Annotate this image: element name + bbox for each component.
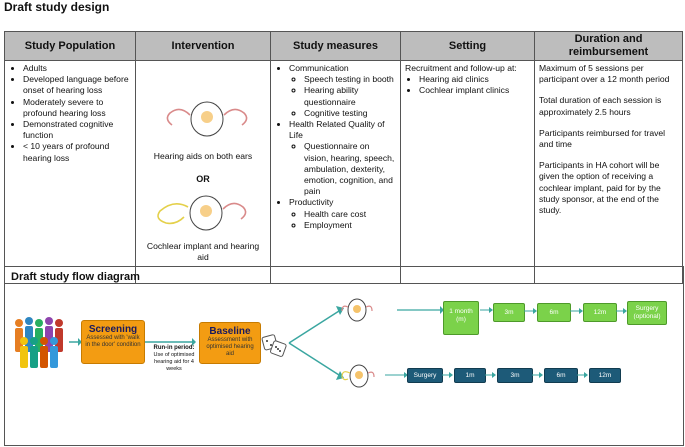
setting-cell: Recruitment and follow-up at: Hearing ai… bbox=[400, 60, 535, 284]
duration-cell: Maximum of 5 sessions per participant ov… bbox=[534, 60, 683, 284]
or-label: OR bbox=[196, 174, 210, 184]
duration-text: Participants reimbursed for travel and t… bbox=[539, 127, 666, 150]
population-item: Moderately severe to profound hearing lo… bbox=[23, 97, 131, 119]
ci-step-5: 12m bbox=[589, 368, 621, 383]
branch-arrows-icon bbox=[288, 306, 344, 380]
participants-icon bbox=[15, 317, 63, 368]
population-item: Developed language before onset of heari… bbox=[23, 74, 131, 96]
duration-text: Total duration of each session is approx… bbox=[539, 95, 662, 117]
arrow-icon bbox=[397, 306, 444, 314]
design-title: Draft study design bbox=[4, 0, 110, 14]
screening-title: Screening bbox=[88, 324, 138, 335]
screening-subtitle: Assessed with 'walk in the door' conditi… bbox=[85, 335, 141, 348]
cochlear-implant-head-icon bbox=[157, 195, 247, 231]
header-duration: Duration and reimbursement bbox=[534, 31, 683, 61]
arrow-icon bbox=[616, 308, 627, 314]
setting-item: Hearing aid clinics bbox=[419, 74, 530, 85]
screening-box: Screening Assessed with 'walk in the doo… bbox=[81, 320, 145, 364]
population-item: Demonstrated cognitive function bbox=[23, 119, 131, 141]
ha-step-4: 12m bbox=[583, 303, 617, 322]
arrow-icon bbox=[145, 338, 196, 346]
setting-intro: Recruitment and follow-up at: bbox=[405, 63, 517, 73]
ha-step-1: 1 month (m) bbox=[443, 301, 479, 335]
measure-subitem: Health care cost bbox=[304, 209, 396, 220]
duration-text: Participants in HA cohort will be given … bbox=[539, 160, 661, 216]
duration-text: Maximum of 5 sessions per participant ov… bbox=[539, 63, 670, 85]
measure-item: Communication Speech testing in booth He… bbox=[289, 63, 396, 119]
population-item: Adults bbox=[23, 63, 131, 74]
intervention-cell: Hearing aids on both ears OR Cochlear im… bbox=[135, 60, 271, 284]
measure-item: Health Related Quality of Life Questionn… bbox=[289, 119, 396, 197]
header-intervention: Intervention bbox=[135, 31, 271, 61]
baseline-subtitle: Assessment with optimised hearing aid bbox=[206, 337, 254, 357]
arrow-icon bbox=[485, 372, 496, 378]
runin-label: Run-in period:Use of optimised hearing a… bbox=[153, 345, 195, 372]
population-cell: Adults Developed language before onset o… bbox=[4, 60, 136, 284]
cochlear-implant-head-icon bbox=[341, 364, 375, 388]
ha-step-5: Surgery (optional) bbox=[627, 301, 667, 325]
arrow-icon bbox=[480, 307, 493, 313]
study-design-table: Study Population Intervention Study meas… bbox=[4, 31, 683, 284]
measure-subitem: Questionnaire on vision, hearing, speech… bbox=[304, 141, 396, 197]
measures-cell: Communication Speech testing in booth He… bbox=[270, 60, 401, 284]
intervention-caption-ci: Cochlear implant and hearing aid bbox=[146, 241, 260, 263]
measure-subitem: Hearing ability questionnaire bbox=[304, 85, 396, 107]
population-item: < 10 years of profound hearing loss bbox=[23, 141, 131, 163]
arrow-icon bbox=[532, 372, 543, 378]
arrow-icon bbox=[524, 308, 537, 314]
ci-step-4: 6m bbox=[544, 368, 578, 383]
measure-subitem: Employment bbox=[304, 220, 396, 231]
measure-item: Productivity Health care cost Employment bbox=[289, 197, 396, 231]
measure-subitem: Cognitive testing bbox=[304, 108, 396, 119]
hearing-aids-head-icon bbox=[166, 101, 248, 137]
header-population: Study Population bbox=[4, 31, 136, 61]
arrow-icon bbox=[442, 372, 453, 378]
baseline-box: Baseline Assessment with optimised heari… bbox=[199, 322, 261, 364]
ci-step-1: Surgery bbox=[407, 368, 443, 383]
measure-subitem: Speech testing in booth bbox=[304, 74, 396, 85]
arrow-icon bbox=[385, 372, 408, 378]
dice-icon bbox=[261, 334, 287, 357]
ha-step-3: 6m bbox=[537, 303, 571, 322]
setting-item: Cochlear implant clinics bbox=[419, 85, 530, 96]
ci-step-2: 1m bbox=[454, 368, 486, 383]
arrow-icon bbox=[570, 308, 583, 314]
ci-step-3: 3m bbox=[497, 368, 533, 383]
arrow-icon bbox=[577, 372, 588, 378]
header-measures: Study measures bbox=[270, 31, 401, 61]
header-setting: Setting bbox=[400, 31, 535, 61]
arrow-icon bbox=[69, 338, 82, 346]
baseline-title: Baseline bbox=[209, 326, 251, 337]
flow-title: Draft study flow diagram bbox=[11, 271, 140, 283]
intervention-caption-ha: Hearing aids on both ears bbox=[153, 151, 253, 161]
hearing-aid-head-icon bbox=[341, 298, 373, 322]
ha-step-2: 3m bbox=[493, 303, 525, 322]
flow-diagram: Draft study flow diagram Screening Asses… bbox=[4, 266, 684, 446]
